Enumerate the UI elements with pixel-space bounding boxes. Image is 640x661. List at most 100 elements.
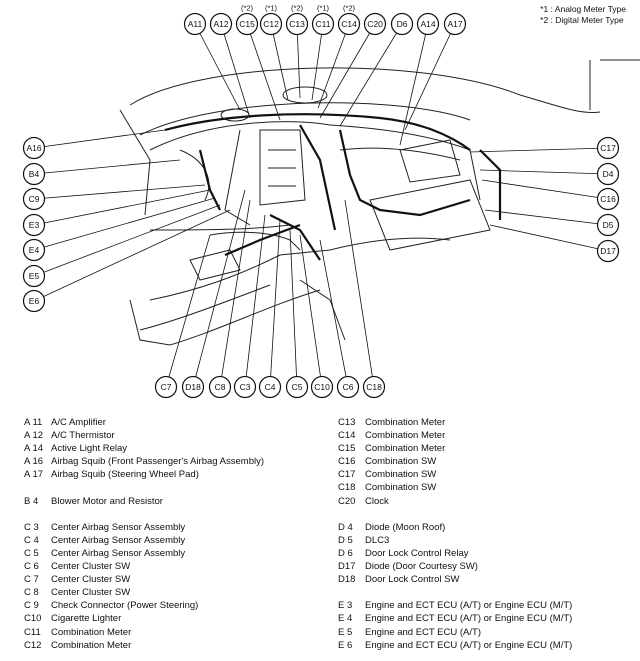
legend-spacer	[338, 508, 572, 521]
callout-label: A17	[447, 19, 462, 29]
callout-c11: C11(*1)	[311, 4, 335, 36]
legend-name: Blower Motor and Resistor	[51, 495, 163, 507]
legend-name: Airbag Squib (Steering Wheel Pad)	[51, 469, 199, 481]
callout-d5: D5	[596, 213, 620, 237]
callout-c7: C7	[154, 375, 178, 399]
callout-label: C17	[600, 143, 616, 153]
legend-code: D 5	[338, 534, 353, 546]
callout-circle	[285, 375, 309, 399]
legend-name: Combination Meter	[51, 626, 132, 638]
callout-c6: C6	[336, 375, 360, 399]
callout-c20: C20	[363, 12, 387, 36]
leader-line	[319, 239, 349, 388]
callout-a16: A16	[22, 136, 46, 160]
legend-name: Center Cluster SW	[51, 587, 131, 599]
callout-label: B4	[29, 169, 40, 179]
legend-name: Engine and ECT ECU (A/T) or Engine ECU (…	[365, 600, 573, 612]
callout-label: C5	[292, 382, 303, 392]
callout-circle	[22, 162, 46, 186]
legend-code: E 5	[338, 626, 353, 638]
legend-spacer	[338, 586, 572, 599]
callout-label: D18	[185, 382, 201, 392]
leader-line	[33, 204, 221, 277]
legend-name: Combination Meter	[365, 417, 446, 428]
legend-name: Engine and ECT ECU (A/T) or Engine ECU (…	[365, 639, 573, 651]
legend-code: C14	[338, 430, 356, 442]
callout-a11: A11	[183, 12, 207, 36]
legend-code: E 6	[338, 639, 353, 651]
legend-code: E 3	[338, 600, 353, 612]
legend-code: A 17	[24, 469, 44, 481]
callout-circle	[181, 375, 205, 399]
leader-line	[219, 199, 251, 388]
callout-a14: A14	[416, 12, 440, 36]
leader-line	[311, 23, 324, 101]
callout-label: C12	[263, 19, 279, 29]
leader-line	[33, 197, 216, 251]
callout-e5: E5	[22, 264, 46, 288]
legend-code: C 9	[24, 600, 39, 612]
callout-circle	[22, 238, 46, 262]
legend-name: Active Light Relay	[51, 443, 128, 455]
legend-spacer	[24, 508, 264, 521]
callout-circle	[233, 375, 257, 399]
callout-e3: E3	[22, 213, 46, 237]
leader-line	[33, 129, 166, 149]
callout-label: C9	[29, 194, 40, 204]
callout-label: C10	[314, 382, 330, 392]
legend-name: Center Airbag Sensor Assembly	[51, 534, 186, 546]
callout-circle	[285, 12, 309, 36]
callout-note: (*2)	[291, 4, 304, 13]
callout-circle	[259, 12, 283, 36]
legend-code: C15	[338, 443, 356, 455]
leader-line	[481, 179, 609, 200]
callout-label: D4	[603, 169, 614, 179]
callout-a12: A12	[209, 12, 233, 36]
leader-line	[244, 214, 266, 388]
legend-code: A 16	[24, 456, 44, 468]
legend-code: D17	[338, 561, 356, 573]
legend-name: Cigarette Lighter	[51, 613, 122, 625]
leader-line	[33, 159, 181, 175]
leader-line	[33, 189, 211, 226]
footnotes: *1 : Analog Meter Type *2 : Digital Mete…	[540, 4, 626, 26]
callout-label: A14	[420, 19, 435, 29]
leader-line	[484, 209, 609, 226]
legend-name: Center Cluster SW	[51, 574, 131, 586]
callout-c8: C8	[208, 375, 232, 399]
callout-label: E4	[29, 245, 40, 255]
callout-d17: D17	[596, 239, 620, 263]
legend-code: C17	[338, 469, 356, 481]
callout-c5: C5	[285, 375, 309, 399]
callout-label: C18	[366, 382, 382, 392]
callout-d6: D6	[390, 12, 414, 36]
leader-line	[270, 23, 289, 101]
callout-note: (*2)	[343, 4, 356, 13]
callout-circle	[22, 136, 46, 160]
leader-line	[317, 23, 350, 109]
callout-label: D6	[397, 19, 408, 29]
callout-label: E6	[29, 296, 40, 306]
callout-label: C14	[341, 19, 357, 29]
leader-line	[479, 169, 609, 175]
callout-b4: B4	[22, 162, 46, 186]
callout-note: (*2)	[241, 4, 254, 13]
callout-c10: C10	[310, 375, 334, 399]
legend-code: C 8	[24, 587, 39, 599]
legend-code: C 3	[24, 521, 39, 533]
leader-line	[194, 23, 241, 111]
callout-c13: C13(*2)	[285, 4, 309, 36]
